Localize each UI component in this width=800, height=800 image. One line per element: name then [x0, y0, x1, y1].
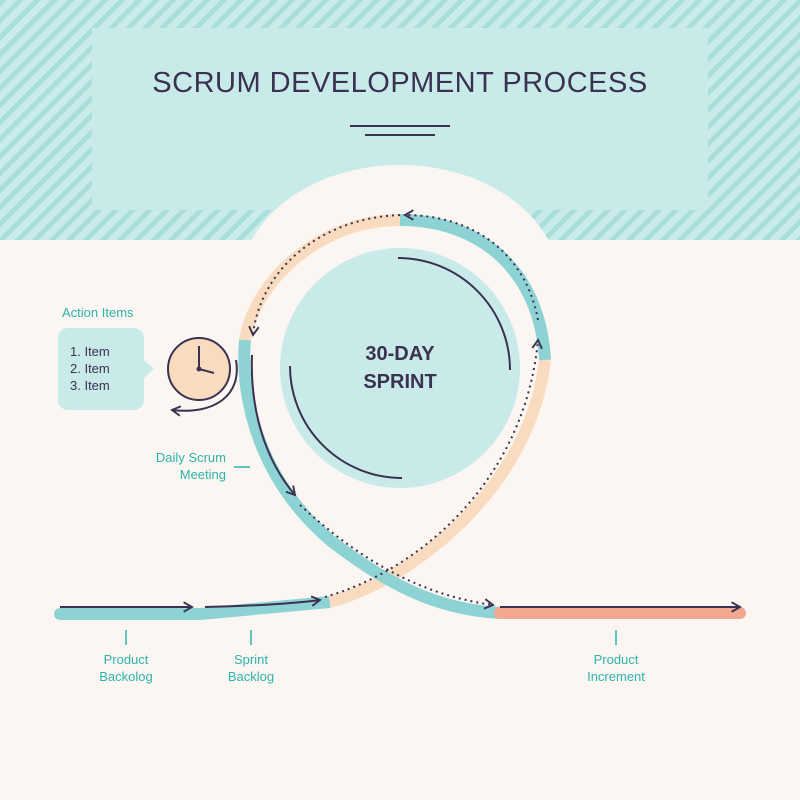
sprint-circle — [280, 248, 520, 488]
bubble-pointer — [144, 360, 154, 378]
action-items-heading: Action Items — [62, 305, 134, 320]
sprint-title-line1: 30-DAY — [365, 343, 435, 365]
band-rise — [328, 359, 551, 608]
stage-product-backlog-line2: Backolog — [99, 669, 152, 684]
clock-icon — [167, 337, 231, 401]
action-item-3: 3. Item — [70, 378, 110, 393]
band-sprint-backlog — [199, 596, 331, 620]
inner-arc-bottom — [289, 365, 403, 479]
sprint-title-line2: SPRINT — [363, 371, 436, 393]
stage-sprint-backlog-line1: Sprint — [234, 652, 268, 667]
return-arrow-icon — [170, 359, 238, 417]
arrow-sprint-backlog — [204, 595, 322, 608]
stage-product-increment-line2: Increment — [587, 669, 645, 684]
action-item-2: 2. Item — [70, 361, 110, 376]
action-items-bubble — [58, 328, 144, 410]
daily-scrum-label-line1: Daily Scrum — [156, 450, 226, 465]
action-item-1: 1. Item — [70, 344, 110, 359]
stage-product-backlog-line1: Product — [104, 652, 149, 667]
arrow-rise-dotted — [324, 338, 543, 598]
arrow-top-dotted — [403, 209, 539, 321]
inner-arc-top — [397, 257, 511, 371]
arrow-top-left-dotted — [248, 214, 401, 337]
daily-scrum-label-line2: Meeting — [180, 467, 226, 482]
band-descend — [238, 339, 501, 619]
arrow-descend — [250, 354, 297, 497]
page-title: SCRUM DEVELOPMENT PROCESS — [152, 67, 647, 99]
band-top-left — [239, 214, 401, 342]
stage-product-increment-line1: Product — [594, 652, 639, 667]
stage-sprint-backlog-line2: Backlog — [228, 669, 274, 684]
band-top-right — [399, 214, 551, 361]
